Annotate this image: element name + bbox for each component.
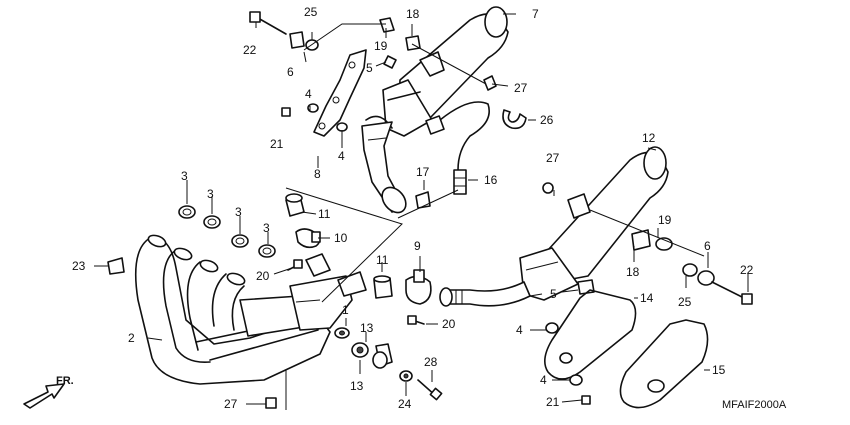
callout-17: 17 [416, 165, 430, 179]
callout-4-lower-b: 4 [540, 373, 547, 387]
mount-collar-13 [351, 342, 393, 369]
callout-24: 24 [398, 397, 412, 411]
callout-3-d: 3 [263, 221, 270, 235]
callout-3-b: 3 [207, 187, 214, 201]
callout-27-lower: 27 [224, 397, 238, 411]
callout-19-lower: 19 [658, 213, 672, 227]
callout-5-upper: 5 [366, 61, 373, 75]
callout-4-upper-a: 4 [305, 87, 312, 101]
callout-labels: 22 25 6 18 19 7 5 27 4 26 21 4 8 17 16 3… [72, 5, 754, 411]
upper-mount-hardware [249, 11, 554, 209]
callout-12: 12 [642, 131, 656, 145]
callout-23: 23 [72, 259, 86, 273]
exhaust-header-pipes [134, 234, 353, 385]
callout-9: 9 [414, 239, 421, 253]
callout-3-a: 3 [181, 169, 188, 183]
callout-20-right: 20 [442, 317, 456, 331]
callout-5-lower: 5 [550, 287, 557, 301]
joint-collar-11-lower [373, 275, 393, 299]
exhaust-gaskets [178, 205, 276, 258]
upper-muffler-joint-pipe [361, 121, 407, 214]
callout-6-upper: 6 [287, 65, 294, 79]
front-direction-arrow-icon: FR. [23, 375, 74, 409]
callout-19-upper: 19 [374, 39, 388, 53]
diagram-code: MFAIF2000A [722, 399, 787, 411]
lower-muffler [519, 146, 669, 301]
callout-11-upper: 11 [318, 207, 331, 221]
chamber-connector [305, 253, 367, 297]
callout-18-upper: 18 [406, 7, 420, 21]
callout-6-lower: 6 [704, 239, 711, 253]
callout-21-upper: 21 [270, 137, 284, 151]
callout-26: 26 [540, 113, 554, 127]
callout-16: 16 [484, 173, 498, 187]
muffler-heat-shield-a [544, 289, 637, 380]
callout-10: 10 [334, 231, 348, 245]
bolt-28 [417, 379, 443, 401]
callout-25-upper: 25 [304, 5, 318, 19]
band-clamp-9 [405, 269, 432, 305]
lower-mount-hardware [107, 229, 753, 409]
callout-7: 7 [532, 7, 539, 21]
callout-22-upper: 22 [243, 43, 257, 57]
callout-25-lower: 25 [678, 295, 692, 309]
front-direction-label: FR. [56, 375, 74, 387]
callout-22-lower: 22 [740, 263, 754, 277]
callout-11-lower: 11 [376, 253, 389, 267]
callout-28: 28 [424, 355, 438, 369]
oxygen-sensor [425, 101, 490, 195]
callout-3-c: 3 [235, 205, 242, 219]
callout-13-lower: 13 [350, 379, 364, 393]
leader-lines [94, 13, 749, 410]
callout-4-lower-a: 4 [516, 323, 523, 337]
muffler-heat-shield-b [619, 319, 709, 409]
lower-muffler-joint-pipe [439, 281, 531, 307]
washer-24 [399, 370, 413, 382]
callout-20-left: 20 [256, 269, 270, 283]
callout-2: 2 [128, 331, 135, 345]
callout-13-upper: 13 [360, 321, 374, 335]
callout-27-upper: 27 [514, 81, 528, 95]
sensor-clip [502, 109, 527, 130]
muffler-bracket [313, 49, 367, 137]
callout-15: 15 [712, 363, 726, 377]
callout-14: 14 [640, 291, 654, 305]
bolt-20 [287, 259, 425, 325]
collar-1 [334, 327, 350, 339]
joint-collar-11-upper [285, 193, 305, 217]
upper-muffler [365, 6, 509, 137]
callout-27-right: 27 [546, 151, 560, 165]
callout-4-upper-b: 4 [338, 149, 345, 163]
callout-21-lower: 21 [546, 395, 560, 409]
callout-8: 8 [314, 167, 321, 181]
callout-1: 1 [342, 303, 349, 317]
callout-18-lower: 18 [626, 265, 640, 279]
band-clamp-10 [295, 228, 321, 249]
